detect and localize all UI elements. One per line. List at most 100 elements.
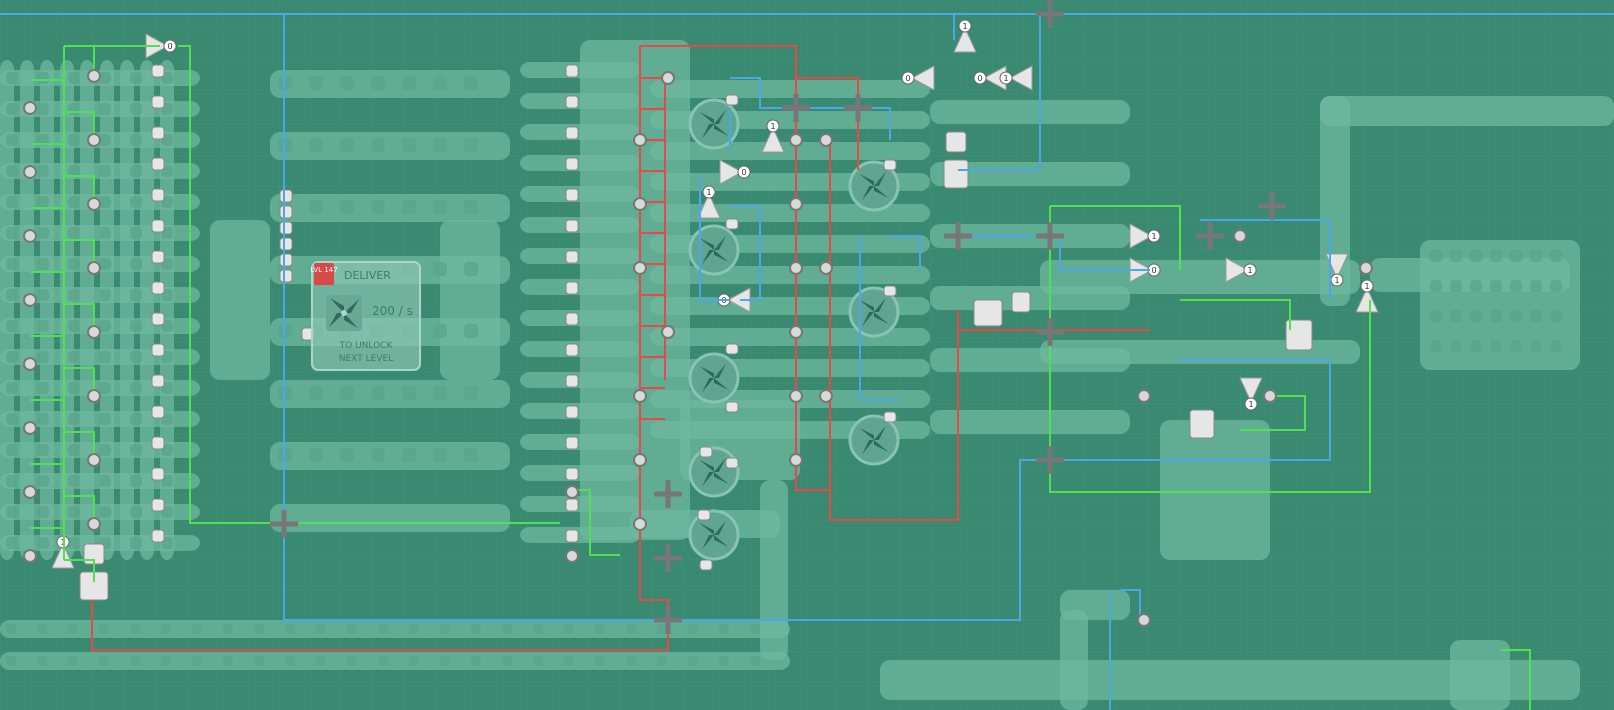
belt-tile[interactable]: [371, 448, 385, 462]
belt-tile[interactable]: [37, 351, 49, 363]
belt-tile[interactable]: [99, 624, 109, 634]
conveyor-belt[interactable]: [930, 162, 1130, 186]
conveyor-belt[interactable]: [650, 142, 930, 160]
belt-tile[interactable]: [37, 320, 49, 332]
belt-tile[interactable]: [37, 103, 49, 115]
belt-tile[interactable]: [6, 134, 18, 146]
logic-gate[interactable]: [1129, 223, 1154, 249]
wire-node[interactable]: [1263, 389, 1277, 403]
belt-tile[interactable]: [433, 324, 447, 338]
conveyor-belt[interactable]: [140, 60, 154, 560]
belt-tile[interactable]: [99, 413, 111, 425]
wire-crossing[interactable]: [1036, 222, 1064, 250]
wire-node[interactable]: [633, 453, 647, 467]
splitter-block[interactable]: [973, 299, 1003, 327]
belt-tile[interactable]: [99, 444, 111, 456]
wire-node[interactable]: [23, 101, 37, 115]
storage-block[interactable]: [1189, 409, 1215, 439]
belt-tile[interactable]: [626, 624, 636, 634]
belt-tile[interactable]: [1430, 340, 1442, 352]
wire-crossing[interactable]: [844, 94, 872, 122]
wire-node[interactable]: [633, 261, 647, 275]
belt-tile[interactable]: [433, 386, 447, 400]
belt-tile[interactable]: [464, 262, 478, 276]
belt-tile[interactable]: [1530, 280, 1542, 292]
belt-tile[interactable]: [68, 227, 80, 239]
belt-tile[interactable]: [688, 656, 698, 666]
belt-tile[interactable]: [99, 103, 111, 115]
belt-tile[interactable]: [409, 656, 419, 666]
wire-node[interactable]: [1137, 613, 1151, 627]
conveyor-belt[interactable]: [1420, 240, 1580, 370]
belt-tile[interactable]: [1470, 250, 1482, 262]
belt-tile[interactable]: [99, 165, 111, 177]
belt-tile[interactable]: [340, 138, 354, 152]
belt-tile[interactable]: [68, 103, 80, 115]
belt-tile[interactable]: [464, 138, 478, 152]
belt-tile[interactable]: [1430, 250, 1442, 262]
belt-tile[interactable]: [6, 320, 18, 332]
belt-tile[interactable]: [719, 656, 729, 666]
wire-node[interactable]: [23, 485, 37, 499]
signal-tile[interactable]: [565, 64, 579, 78]
belt-tile[interactable]: [6, 196, 18, 208]
belt-tile[interactable]: [340, 200, 354, 214]
storage-block[interactable]: [1285, 319, 1313, 351]
conveyor-belt[interactable]: [0, 652, 790, 670]
signal-tile[interactable]: [151, 436, 165, 450]
belt-tile[interactable]: [130, 289, 142, 301]
belt-tile[interactable]: [68, 506, 80, 518]
belt-tile[interactable]: [1450, 280, 1462, 292]
belt-tile[interactable]: [6, 227, 18, 239]
belt-tile[interactable]: [402, 76, 416, 90]
belt-tile[interactable]: [99, 196, 111, 208]
belt-tile[interactable]: [254, 656, 264, 666]
belt-tile[interactable]: [99, 475, 111, 487]
conveyor-belt[interactable]: [580, 40, 690, 540]
conveyor-belt[interactable]: [880, 660, 1580, 700]
signal-tile[interactable]: [565, 498, 579, 512]
belt-tile[interactable]: [1490, 280, 1502, 292]
belt-tile[interactable]: [6, 506, 18, 518]
signal-tile[interactable]: [883, 411, 897, 423]
wire-node[interactable]: [819, 261, 833, 275]
belt-tile[interactable]: [6, 656, 16, 666]
signal-tile[interactable]: [151, 64, 165, 78]
conveyor-belt[interactable]: [210, 220, 270, 380]
belt-tile[interactable]: [130, 475, 142, 487]
belt-tile[interactable]: [68, 72, 80, 84]
belt-tile[interactable]: [6, 289, 18, 301]
wire-node[interactable]: [23, 229, 37, 243]
belt-tile[interactable]: [1550, 250, 1562, 262]
conveyor-belt[interactable]: [270, 380, 510, 408]
signal-tile[interactable]: [279, 237, 293, 251]
belt-tile[interactable]: [371, 386, 385, 400]
belt-tile[interactable]: [130, 72, 142, 84]
belt-tile[interactable]: [347, 656, 357, 666]
conveyor-belt[interactable]: [120, 60, 134, 560]
wire-crossing[interactable]: [1258, 192, 1286, 220]
belt-tile[interactable]: [68, 351, 80, 363]
wire-node[interactable]: [23, 293, 37, 307]
belt-tile[interactable]: [130, 382, 142, 394]
logic-gate[interactable]: [1239, 377, 1263, 404]
belt-tile[interactable]: [433, 448, 447, 462]
signal-tile[interactable]: [565, 250, 579, 264]
conveyor-belt[interactable]: [160, 60, 174, 560]
wire-node[interactable]: [633, 197, 647, 211]
belt-tile[interactable]: [68, 413, 80, 425]
signal-tile[interactable]: [697, 509, 711, 521]
logic-gate[interactable]: [1325, 253, 1349, 280]
belt-tile[interactable]: [192, 656, 202, 666]
belt-tile[interactable]: [1530, 340, 1542, 352]
belt-tile[interactable]: [564, 624, 574, 634]
wire-node[interactable]: [661, 71, 675, 85]
conveyor-belt[interactable]: [1160, 420, 1270, 560]
wire-node[interactable]: [23, 421, 37, 435]
belt-tile[interactable]: [502, 624, 512, 634]
signal-tile[interactable]: [151, 374, 165, 388]
conveyor-belt[interactable]: [1040, 260, 1360, 294]
belt-tile[interactable]: [68, 537, 80, 549]
belt-tile[interactable]: [595, 656, 605, 666]
belt-tile[interactable]: [309, 138, 323, 152]
